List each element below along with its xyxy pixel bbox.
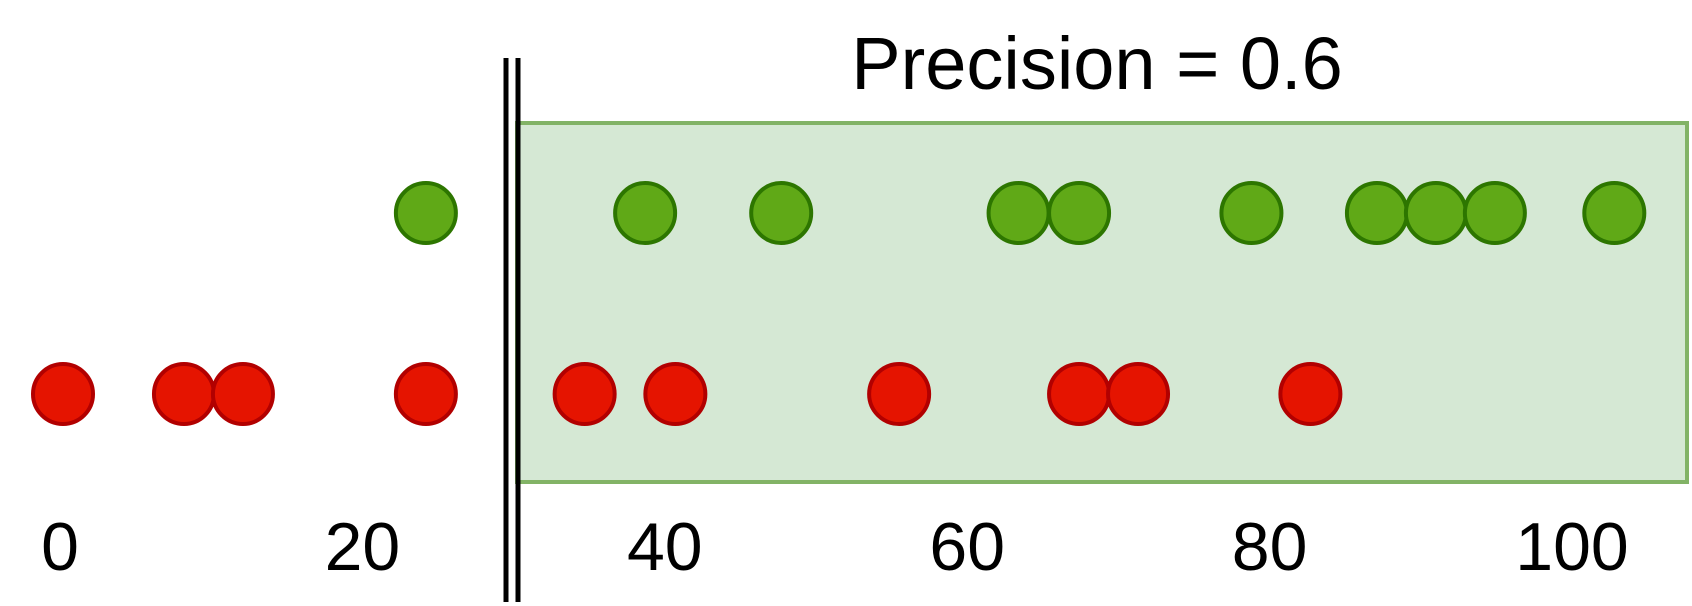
positive-points-row: [393, 181, 1647, 245]
negative-point-1: [31, 362, 95, 426]
negative-point-3: [210, 362, 275, 426]
negative-point-6: [643, 362, 708, 426]
positive-point-8: [1403, 181, 1468, 245]
positive-point-5: [1047, 181, 1112, 245]
precision-label: Precision = 0.6: [851, 22, 1343, 105]
positive-point-2: [613, 181, 678, 245]
positive-point-9: [1462, 181, 1527, 245]
positive-point-1: [393, 181, 458, 245]
negative-point-9: [1106, 362, 1171, 426]
tick-label-60: 60: [929, 509, 1005, 585]
axis-tick-labels: 0 20 40 60 80 100: [41, 509, 1629, 585]
tick-label-0: 0: [41, 509, 79, 585]
tick-label-100: 100: [1515, 509, 1628, 585]
negative-point-5: [552, 362, 617, 426]
negative-point-7: [867, 362, 932, 426]
positive-point-3: [749, 181, 814, 245]
negative-point-4: [393, 362, 458, 426]
tick-label-40: 40: [627, 509, 703, 585]
positive-point-7: [1344, 181, 1409, 245]
positive-point-4: [986, 181, 1051, 245]
negative-point-8: [1047, 362, 1112, 426]
tick-label-20: 20: [325, 509, 401, 585]
negative-point-10: [1278, 362, 1343, 426]
negative-point-2: [151, 362, 216, 426]
tick-label-80: 80: [1232, 509, 1308, 585]
negative-points-row: [31, 362, 1343, 426]
positive-point-6: [1219, 181, 1284, 245]
positive-point-10: [1582, 181, 1647, 245]
predicted-positive-region: [515, 121, 1689, 484]
